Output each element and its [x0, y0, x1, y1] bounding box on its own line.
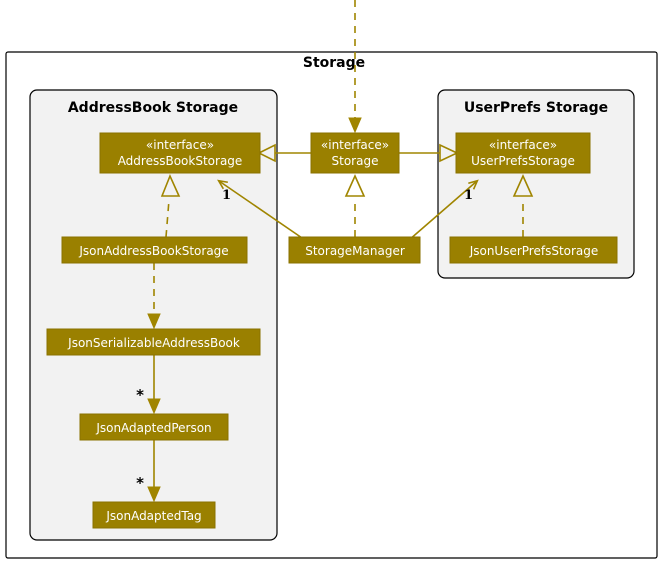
arrowhead-filled-jsonserializableaddressbook: [147, 313, 161, 330]
class-box-jsonuserprefsstorage-rect[interactable]: [449, 236, 618, 264]
class-name-storagemanager: StorageManager: [305, 244, 405, 258]
connector-storage-to-addressbookstorage: [257, 143, 311, 163]
class-stereotype-userprefsstorage: «interface»: [489, 138, 557, 152]
class-box-jsonserializableaddressbook[interactable]: JsonSerializableAddressBook: [46, 328, 261, 356]
class-box-storage-rect[interactable]: [310, 132, 400, 174]
class-box-userprefsstorage-rect[interactable]: [455, 132, 591, 174]
arrowhead-hollow-triangle-addressbookstorage-realize: [160, 173, 181, 197]
class-name-jsonadaptedperson: JsonAdaptedPerson: [95, 421, 211, 435]
multiplicity-userprefs: 1: [464, 188, 473, 203]
package-addressbook-storage-title: AddressBook Storage: [68, 100, 238, 116]
connector-jsonaddressbookstorage-to-jsonserializableaddressbook: [147, 263, 161, 330]
class-name-jsonserializableaddressbook: JsonSerializableAddressBook: [67, 336, 240, 350]
package-userprefs-storage-title: UserPrefs Storage: [464, 100, 608, 116]
class-name-storage: Storage: [332, 154, 379, 168]
connector-jsonuserprefsstorage-to-userprefsstorage: [512, 174, 534, 237]
arrowhead-filled-jsonadaptedtag: [147, 486, 161, 503]
arrowhead-filled-jsonadaptedperson: [147, 398, 161, 415]
class-box-jsonadaptedtag-rect[interactable]: [92, 501, 216, 529]
arrowhead-hollow-triangle-userprefsstorage-realize: [512, 174, 534, 197]
class-name-userprefsstorage: UserPrefsStorage: [471, 154, 575, 168]
connector-jsonaddressbookstorage-to-addressbookstorage-line: [165, 199, 170, 238]
class-stereotype-addressbookstorage: «interface»: [146, 138, 214, 152]
class-box-jsonadaptedperson-rect[interactable]: [79, 413, 229, 441]
class-box-jsonaddressbookstorage-rect[interactable]: [61, 236, 248, 264]
connector-external-to-storage: [348, 0, 362, 134]
connector-storagemanager-to-userprefsstorage-line: [408, 179, 479, 241]
arrowhead-hollow-triangle-userprefsstorage: [439, 143, 459, 163]
class-box-jsonadaptedtag[interactable]: JsonAdaptedTag: [92, 501, 216, 529]
multiplicity-person: *: [136, 386, 144, 404]
connector-storage-to-userprefsstorage: [399, 143, 459, 163]
arrowhead-filled-storage: [348, 117, 362, 134]
class-name-addressbookstorage: AddressBookStorage: [118, 154, 243, 168]
multiplicity-addressbook: 1: [222, 188, 231, 203]
package-storage-outer-title: Storage: [303, 55, 365, 71]
class-name-jsonuserprefsstorage: JsonUserPrefsStorage: [469, 244, 599, 258]
connector-storagemanager-to-addressbookstorage-line: [217, 179, 306, 241]
class-box-jsonuserprefsstorage[interactable]: JsonUserPrefsStorage: [449, 236, 618, 264]
class-box-jsonaddressbookstorage[interactable]: JsonAddressBookStorage: [61, 236, 248, 264]
arrowhead-hollow-triangle-addressbookstorage: [257, 143, 276, 163]
connector-storagemanager-to-userprefsstorage: 1: [408, 179, 479, 241]
connector-jsonadaptedperson-to-jsonadaptedtag: *: [136, 440, 161, 503]
class-box-addressbookstorage[interactable]: «interface» AddressBookStorage: [99, 132, 261, 174]
class-stereotype-storage: «interface»: [321, 138, 389, 152]
class-name-jsonaddressbookstorage: JsonAddressBookStorage: [78, 244, 228, 258]
class-box-userprefsstorage[interactable]: «interface» UserPrefsStorage: [455, 132, 591, 174]
class-box-storagemanager-rect[interactable]: [288, 236, 421, 264]
class-box-jsonserializableaddressbook-rect[interactable]: [46, 328, 261, 356]
multiplicity-tag: *: [136, 474, 144, 492]
connector-jsonserializableaddressbook-to-jsonadaptedperson: *: [136, 355, 161, 415]
class-name-jsonadaptedtag: JsonAdaptedTag: [105, 509, 201, 523]
connector-jsonaddressbookstorage-to-addressbookstorage: [160, 173, 181, 238]
connector-storagemanager-to-storage: [344, 174, 366, 237]
class-box-jsonadaptedperson[interactable]: JsonAdaptedPerson: [79, 413, 229, 441]
connector-storagemanager-to-addressbookstorage: 1: [217, 179, 306, 241]
arrowhead-hollow-triangle-storage-realize: [344, 174, 366, 197]
class-box-addressbookstorage-rect[interactable]: [99, 132, 261, 174]
class-box-storagemanager[interactable]: StorageManager: [288, 236, 421, 264]
class-box-storage[interactable]: «interface» Storage: [310, 132, 400, 174]
